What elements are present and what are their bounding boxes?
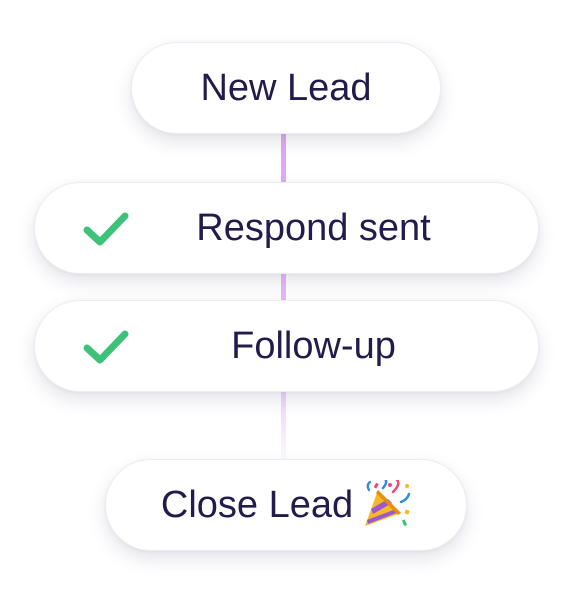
step-label: Follow-up	[231, 324, 396, 367]
step-label-group: Close Lead	[161, 480, 411, 530]
check-icon	[83, 212, 129, 246]
connector-line-2	[281, 272, 286, 302]
step-respond-sent[interactable]: Respond sent	[34, 182, 539, 274]
step-new-lead[interactable]: New Lead	[131, 42, 441, 134]
step-label: Close Lead	[160, 483, 354, 526]
party-popper-icon	[365, 480, 411, 527]
connector-line-1	[281, 132, 286, 184]
check-icon	[83, 330, 129, 364]
step-follow-up[interactable]: Follow-up	[34, 300, 539, 392]
step-close-lead[interactable]: Close Lead	[105, 459, 467, 551]
step-label: Respond sent	[196, 206, 431, 249]
connector-line-3	[281, 391, 286, 463]
step-label: New Lead	[200, 66, 372, 109]
